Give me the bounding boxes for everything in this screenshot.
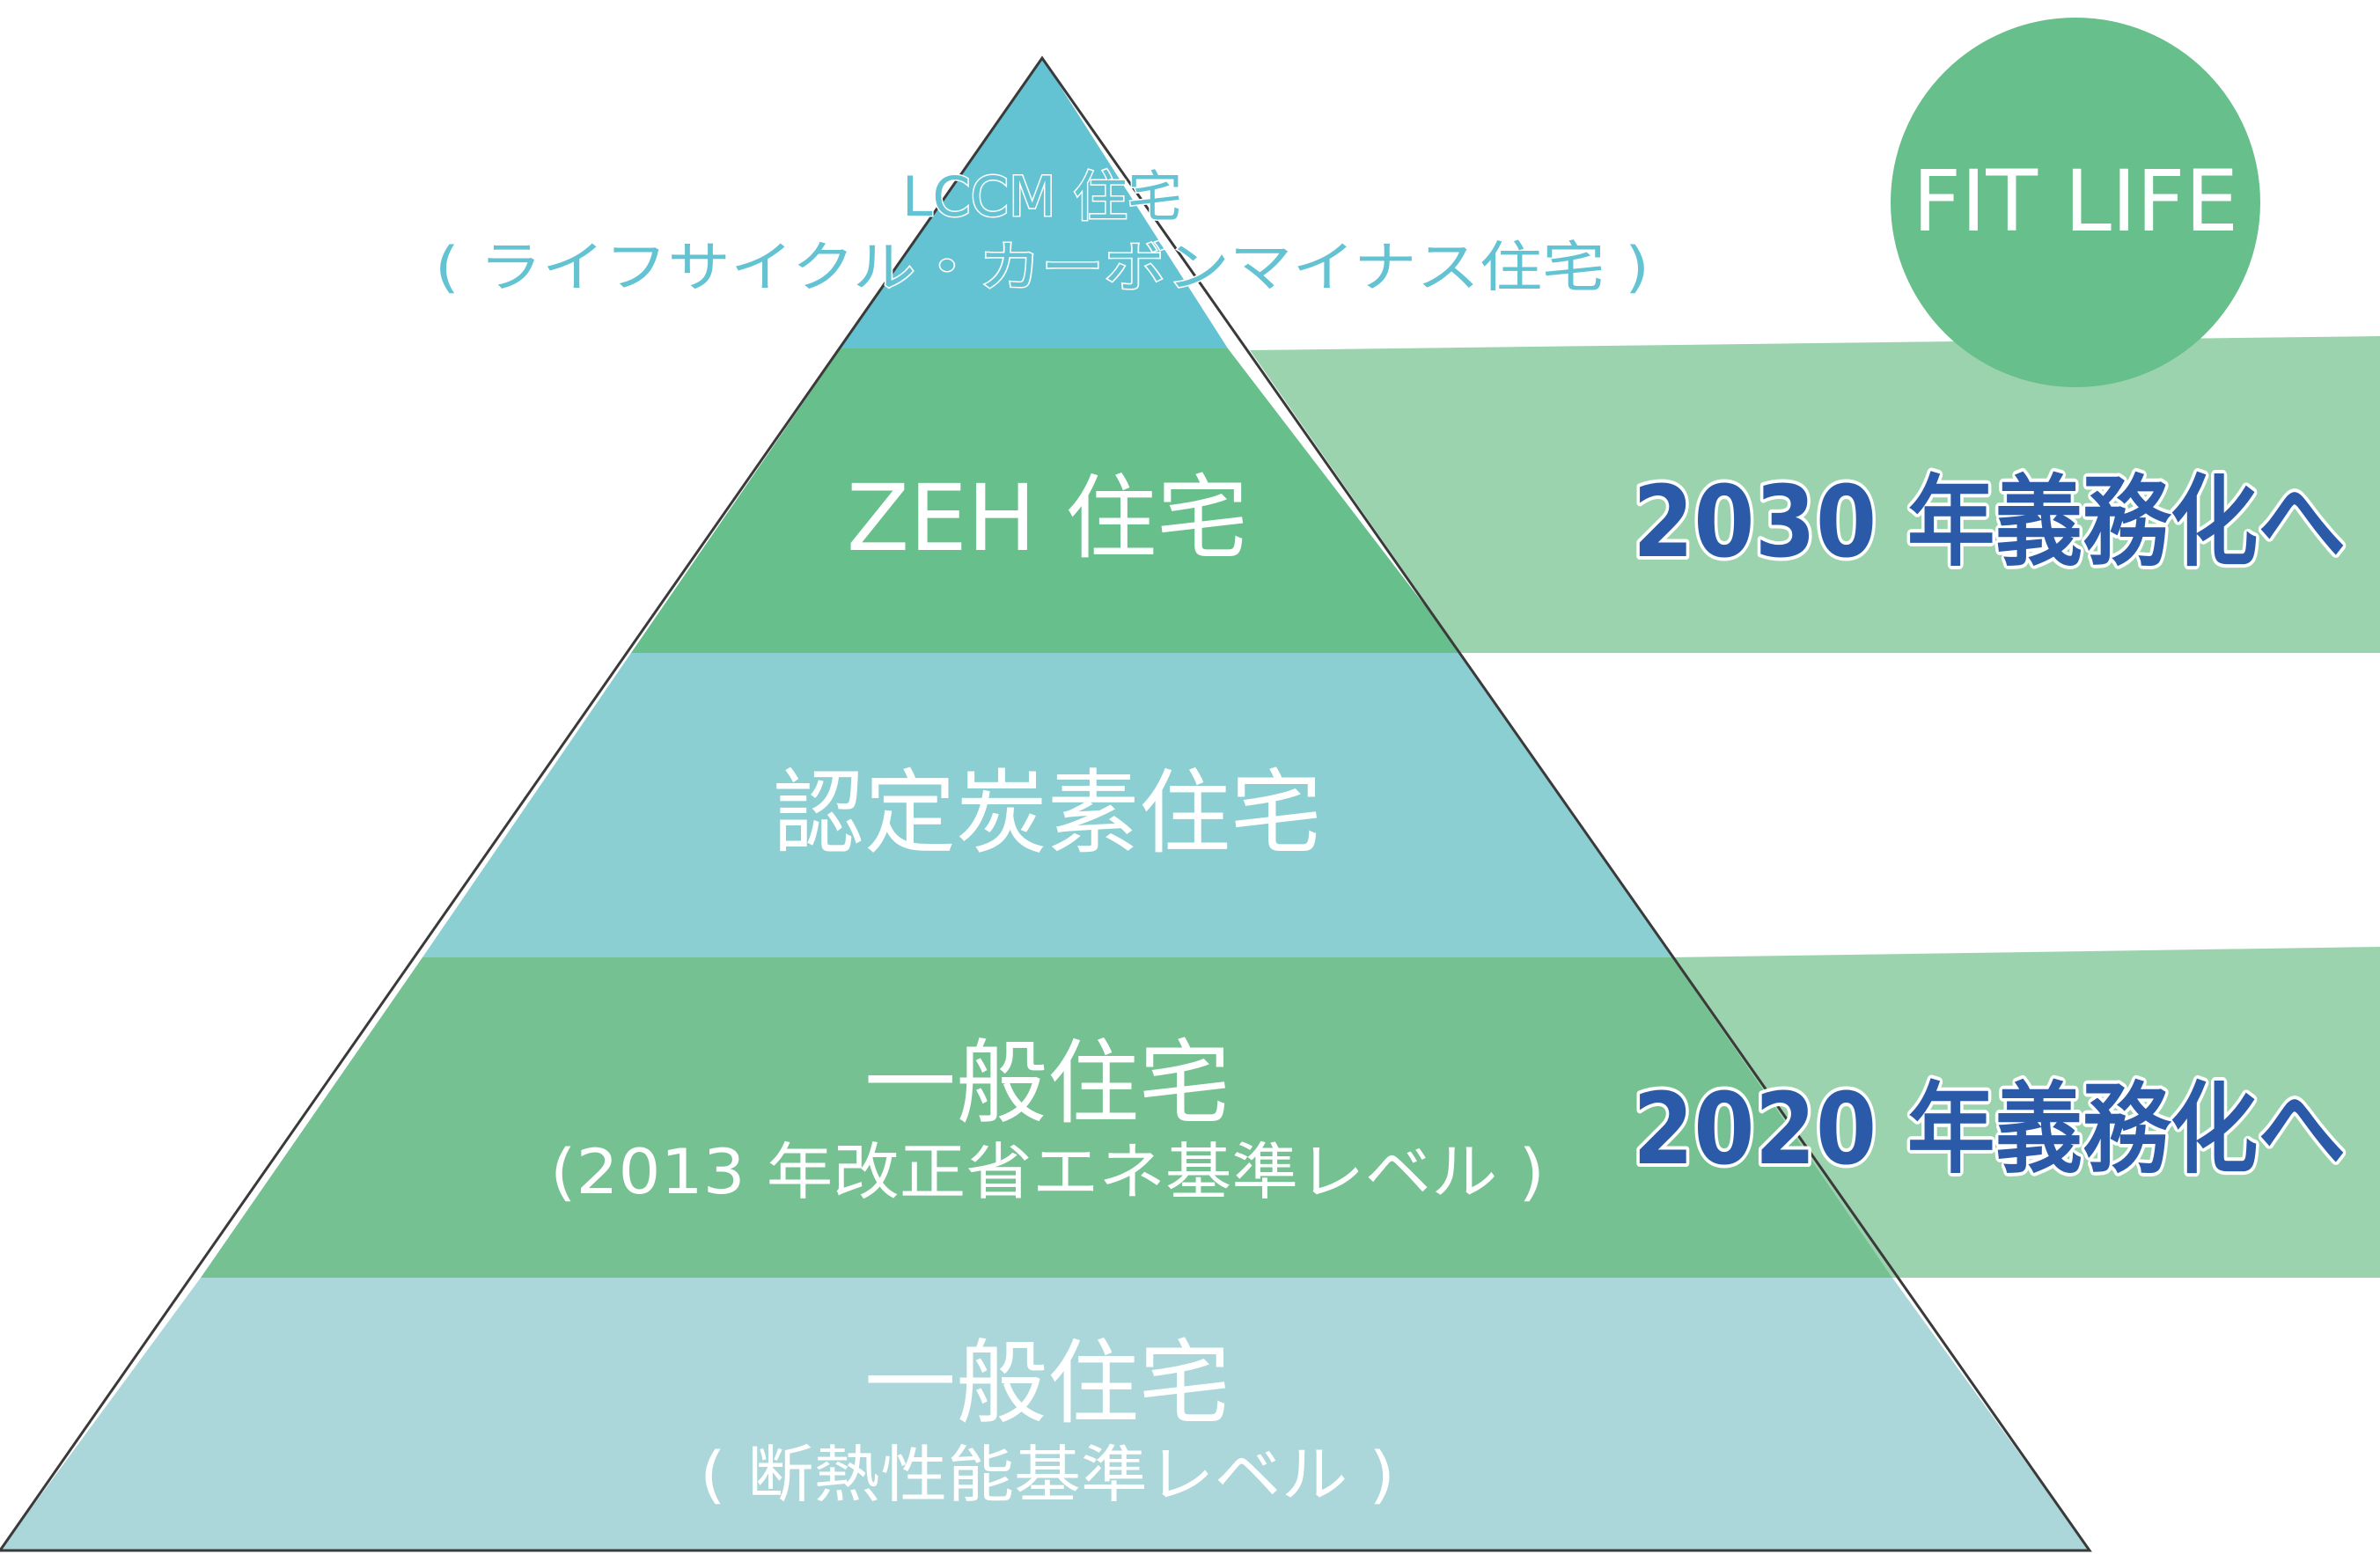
mandate-band-2020 [1672, 947, 2380, 1278]
mandate-2030-label: 2030 年義務化へ [1633, 465, 2346, 580]
tier-lccm-subtitle: ( ライフサイクル・カーボンマイナス住宅 ) [435, 235, 1649, 299]
tier-certified-title: 認定炭素住宅 [773, 759, 1322, 867]
fit-life-badge [1891, 18, 2260, 387]
pyramid-outline [0, 55, 2092, 1552]
tier-general-insulation-title: 一般住宅 [864, 1330, 1230, 1437]
mandate-band-2030 [1250, 336, 2380, 653]
tier-lccm-title: LCCM 住宅 [902, 165, 1182, 229]
tier-lccm [841, 58, 1228, 348]
tier-general-2013 [201, 957, 1892, 1278]
tier-zeh [631, 348, 1461, 653]
mandate-2020-label: 2020 年義務化へ [1633, 1073, 2346, 1187]
tier-general-2013-subtitle: (2013 年改正省エネ基準レベル ) [550, 1136, 1545, 1208]
tier-general-insulation-subtitle: ( 断熱性能基準レベル ) [700, 1439, 1395, 1511]
tier-zeh-title: ZEH 住宅 [847, 465, 1248, 572]
tier-certified-carbon [422, 653, 1672, 957]
fit-life-badge-label: FIT LIFE [1913, 152, 2238, 251]
tier-general-insulation [0, 1278, 2090, 1550]
tier-general-2013-title: 一般住宅 [864, 1030, 1230, 1137]
